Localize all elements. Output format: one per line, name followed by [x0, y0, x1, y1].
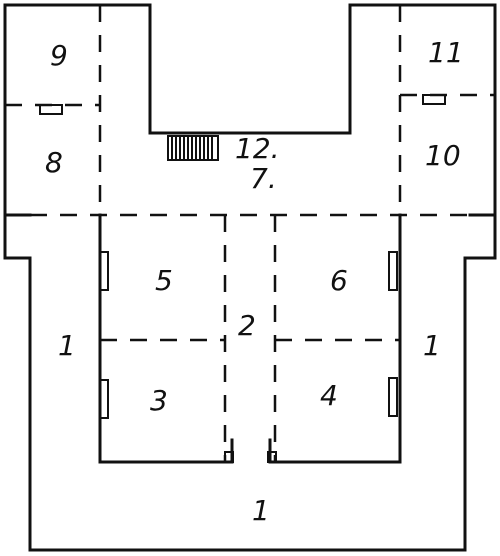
door-room-6 — [388, 251, 398, 291]
room-label-10: 10 — [425, 139, 461, 172]
room-label-1-right: 1 — [423, 329, 441, 362]
room-label-3: 3 — [150, 384, 168, 417]
door-11-10 — [422, 94, 446, 105]
door-room-3 — [99, 379, 109, 419]
corridor-post-right — [267, 451, 277, 463]
room-label-2: 2 — [238, 309, 256, 342]
door-room-4 — [388, 377, 398, 417]
room-label-6: 6 — [330, 264, 348, 297]
room-label-7: 7. — [250, 162, 277, 195]
door-room-5 — [99, 251, 109, 291]
room-label-4: 4 — [320, 379, 338, 412]
outer-wall — [3, 3, 497, 552]
inner-block-wall-right — [268, 213, 402, 464]
room-label-12: 12. — [235, 132, 280, 165]
room-label-11: 11 — [428, 36, 464, 69]
door-9-8 — [39, 104, 63, 115]
room-label-1-bottom: 1 — [252, 494, 270, 527]
room-label-5: 5 — [155, 264, 173, 297]
room-label-9: 9 — [50, 39, 68, 72]
room-label-8: 8 — [45, 146, 63, 179]
staircase — [167, 135, 219, 161]
corridor-post-left — [224, 451, 234, 463]
inner-block-wall — [98, 213, 234, 464]
room-label-1-left: 1 — [58, 329, 76, 362]
